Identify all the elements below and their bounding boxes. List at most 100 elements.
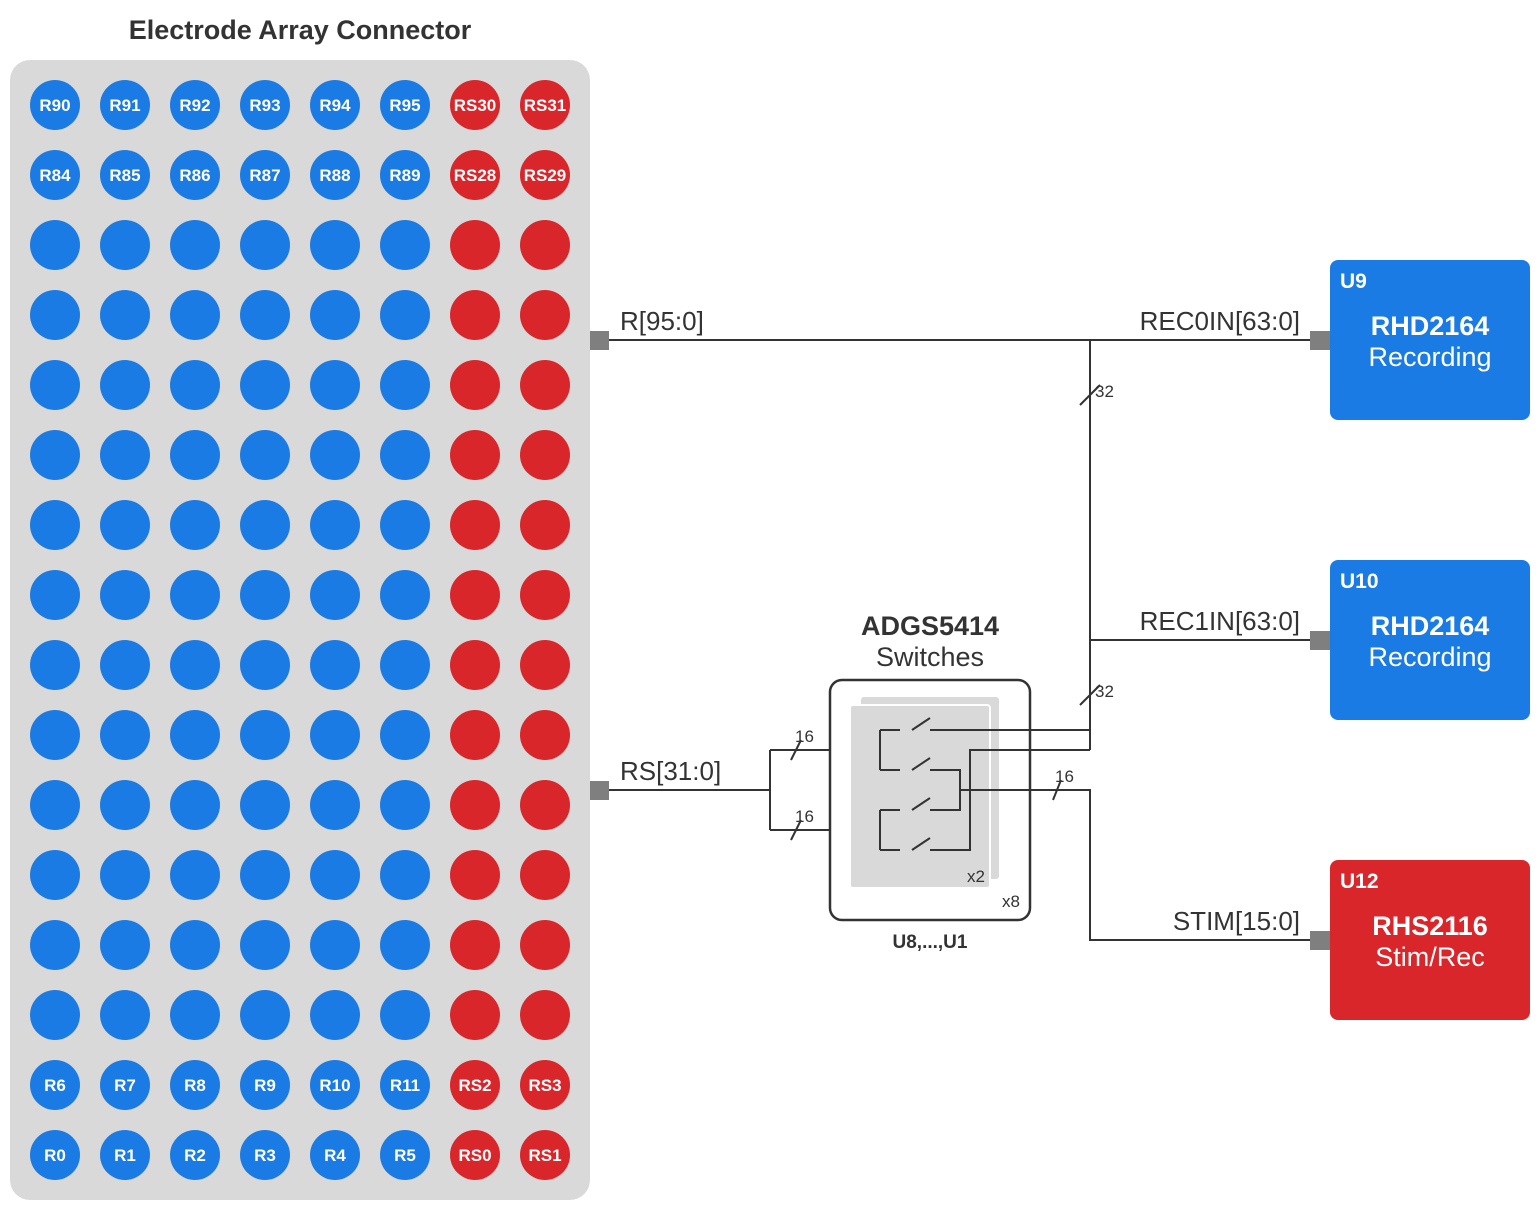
block-u12: U12 RHS2116 Stim/Rec	[1310, 860, 1530, 1020]
stim-electrode	[450, 1130, 500, 1180]
electrode-label: R85	[109, 166, 140, 185]
electrode-label: R5	[394, 1146, 416, 1165]
rs-connector-pin	[590, 781, 609, 800]
electrode-label: RS28	[454, 166, 497, 185]
stim-electrode	[520, 430, 570, 480]
electrode-label: R1	[114, 1146, 136, 1165]
recording-electrode	[170, 430, 220, 480]
block-function: Recording	[1368, 642, 1491, 672]
recording-electrode	[170, 710, 220, 760]
recording-electrode	[100, 1130, 150, 1180]
stim-electrode	[520, 150, 570, 200]
recording-electrode	[380, 1060, 430, 1110]
recording-electrode	[30, 920, 80, 970]
block-part: RHD2164	[1371, 611, 1490, 641]
outer-multiplier: x8	[1002, 892, 1020, 911]
recording-electrode	[240, 80, 290, 130]
switch-refdes: U8,...,U1	[893, 932, 968, 953]
rec1-bus-label: REC1IN[63:0]	[1140, 606, 1300, 636]
recording-electrode	[30, 990, 80, 1040]
recording-electrode	[380, 780, 430, 830]
stim-electrode	[450, 150, 500, 200]
recording-electrode	[100, 500, 150, 550]
block-pin	[1310, 331, 1330, 350]
stim-electrode	[520, 360, 570, 410]
recording-electrode	[240, 500, 290, 550]
recording-electrode	[30, 290, 80, 340]
recording-electrode	[30, 220, 80, 270]
recording-electrode	[380, 220, 430, 270]
bus-slash	[1079, 684, 1101, 706]
recording-electrode	[240, 220, 290, 270]
recording-electrode	[310, 80, 360, 130]
electrode-label: R88	[319, 166, 350, 185]
stim-bus-label: STIM[15:0]	[1173, 906, 1300, 936]
recording-electrode	[170, 80, 220, 130]
recording-electrode	[380, 80, 430, 130]
electrode-label: R92	[179, 96, 210, 115]
block-part: RHS2116	[1372, 911, 1488, 941]
recording-electrode	[380, 430, 430, 480]
recording-electrode	[310, 150, 360, 200]
recording-electrode	[380, 500, 430, 550]
recording-electrode	[380, 1130, 430, 1180]
electrode-label: R89	[389, 166, 420, 185]
recording-electrode	[240, 920, 290, 970]
recording-electrode	[100, 290, 150, 340]
recording-electrode	[100, 150, 150, 200]
electrode-label: R9	[254, 1076, 276, 1095]
switch-function: Switches	[876, 642, 984, 672]
stim-electrode	[520, 990, 570, 1040]
recording-electrode	[170, 1060, 220, 1110]
bus-slash	[1079, 384, 1101, 406]
recording-electrode	[240, 570, 290, 620]
recording-electrode	[240, 1130, 290, 1180]
stim-electrode	[520, 780, 570, 830]
recording-electrode	[240, 150, 290, 200]
block-part: RHD2164	[1371, 311, 1490, 341]
stim-electrode	[520, 640, 570, 690]
recording-electrode	[30, 780, 80, 830]
block-body	[1330, 560, 1530, 720]
recording-electrode	[240, 360, 290, 410]
stim-electrode	[520, 290, 570, 340]
recording-electrode	[380, 570, 430, 620]
recording-electrode	[240, 290, 290, 340]
r-connector-pin	[590, 331, 609, 350]
connector-title: Electrode Array Connector	[129, 15, 472, 45]
recording-electrode	[100, 360, 150, 410]
stim-electrode	[450, 640, 500, 690]
recording-electrode	[310, 990, 360, 1040]
recording-electrode	[30, 710, 80, 760]
recording-electrode	[310, 710, 360, 760]
stim-electrode	[520, 220, 570, 270]
electrode-label: RS31	[524, 96, 567, 115]
recording-electrode	[240, 850, 290, 900]
recording-electrode	[100, 710, 150, 760]
electrode-label: R6	[44, 1076, 66, 1095]
electrode-label: R86	[179, 166, 210, 185]
stim-electrode	[520, 710, 570, 760]
stim-electrode	[450, 570, 500, 620]
electrode-label: R90	[39, 96, 70, 115]
electrode-label: RS2	[458, 1076, 491, 1095]
bus-slash	[790, 739, 802, 761]
recording-electrode	[170, 850, 220, 900]
block-u9: U9 RHD2164 Recording	[1310, 260, 1530, 420]
recording-electrode	[30, 150, 80, 200]
stim-electrode	[520, 500, 570, 550]
stim-electrode	[450, 500, 500, 550]
electrode-label: R84	[39, 166, 71, 185]
stim-electrode	[450, 1060, 500, 1110]
recording-electrode	[310, 1130, 360, 1180]
stim-electrode	[520, 80, 570, 130]
stim-electrode	[450, 430, 500, 480]
block-pin	[1310, 931, 1330, 950]
recording-electrode	[170, 150, 220, 200]
stim-electrode	[450, 710, 500, 760]
recording-electrode	[240, 640, 290, 690]
electrode-label: R91	[109, 96, 140, 115]
recording-electrode	[170, 290, 220, 340]
recording-electrode	[30, 640, 80, 690]
electrode-label: R93	[249, 96, 280, 115]
